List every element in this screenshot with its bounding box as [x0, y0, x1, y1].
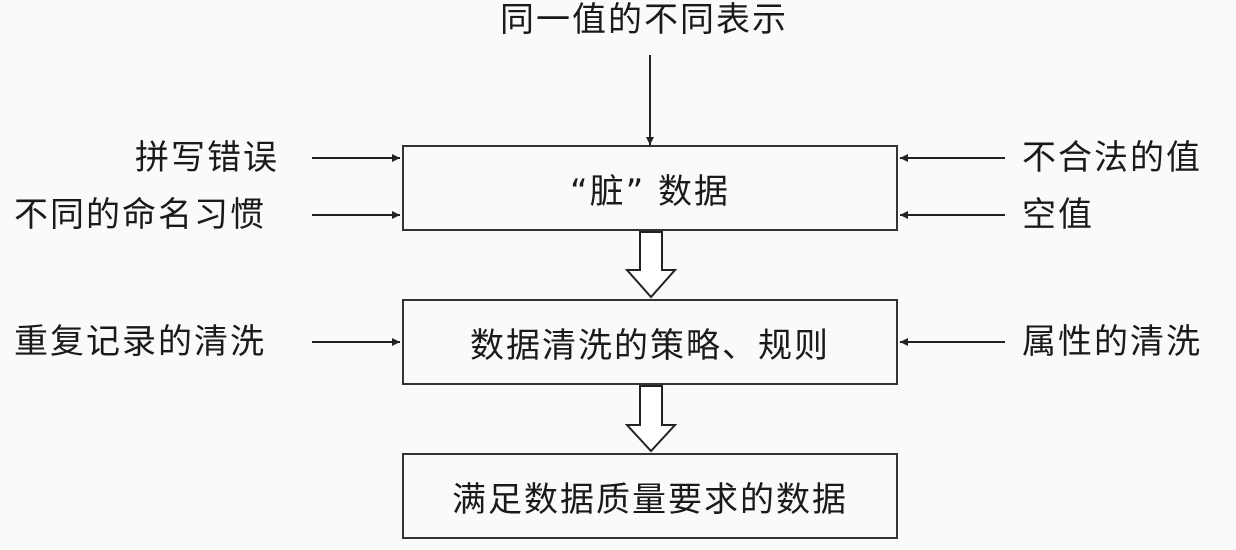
dirty-data-box: “脏” 数据 [402, 145, 898, 231]
quality-data-label: 满足数据质量要求的数据 [452, 479, 848, 520]
spelling-errors-label: 拼写错误 [135, 138, 279, 178]
quality-data-box: 满足数据质量要求的数据 [402, 453, 898, 539]
cleaning-rules-label: 数据清洗的策略、规则 [470, 325, 830, 366]
null-values-label: 空值 [1022, 195, 1094, 235]
dirty-data-label: “脏” 数据 [569, 171, 731, 212]
cleaning-rules-box: 数据清洗的策略、规则 [402, 299, 898, 385]
naming-conventions-label: 不同的命名习惯 [14, 195, 266, 235]
block-arrow-rules-to-quality [624, 385, 678, 453]
invalid-values-label: 不合法的值 [1022, 138, 1202, 178]
block-arrow-dirty-to-rules [624, 231, 678, 299]
duplicate-cleaning-label: 重复记录的清洗 [14, 322, 266, 362]
top-input-label: 同一值的不同表示 [500, 0, 788, 40]
attribute-cleaning-label: 属性的清洗 [1022, 322, 1202, 362]
